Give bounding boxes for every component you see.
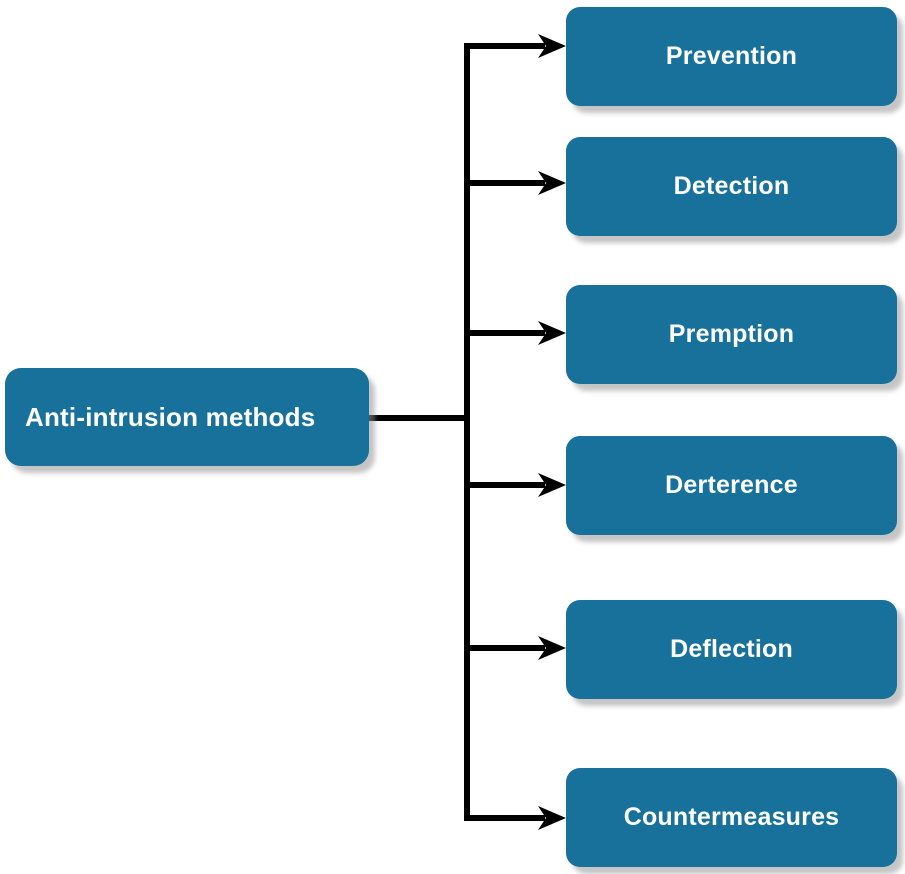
root-node-label: Anti-intrusion methods	[25, 401, 316, 432]
arrowhead-4	[538, 473, 566, 497]
arrowhead-5	[538, 636, 566, 660]
branch-node-detection[interactable]: Detection	[566, 137, 897, 236]
arrowhead-2	[538, 171, 566, 195]
root-node[interactable]: Anti-intrusion methods	[5, 368, 369, 466]
branch-node-label: Prevention	[665, 42, 798, 70]
arrowhead-6	[538, 806, 566, 830]
arrowhead-3	[538, 321, 566, 345]
branch-node-label: Detection	[673, 172, 790, 200]
branch-node-label: Deflection	[670, 635, 793, 663]
branch-node-countermeasures[interactable]: Countermeasures	[566, 768, 897, 867]
branch-node-label: Countermeasures	[623, 803, 840, 831]
arrowhead-1	[538, 34, 566, 58]
branch-node-prevention[interactable]: Prevention	[566, 7, 897, 106]
branch-node-premption[interactable]: Premption	[566, 285, 897, 384]
branch-node-label: Derterence	[665, 471, 798, 499]
branch-node-deflection[interactable]: Deflection	[566, 600, 897, 699]
branch-node-derterence[interactable]: Derterence	[566, 436, 897, 535]
branch-node-label: Premption	[668, 320, 795, 348]
